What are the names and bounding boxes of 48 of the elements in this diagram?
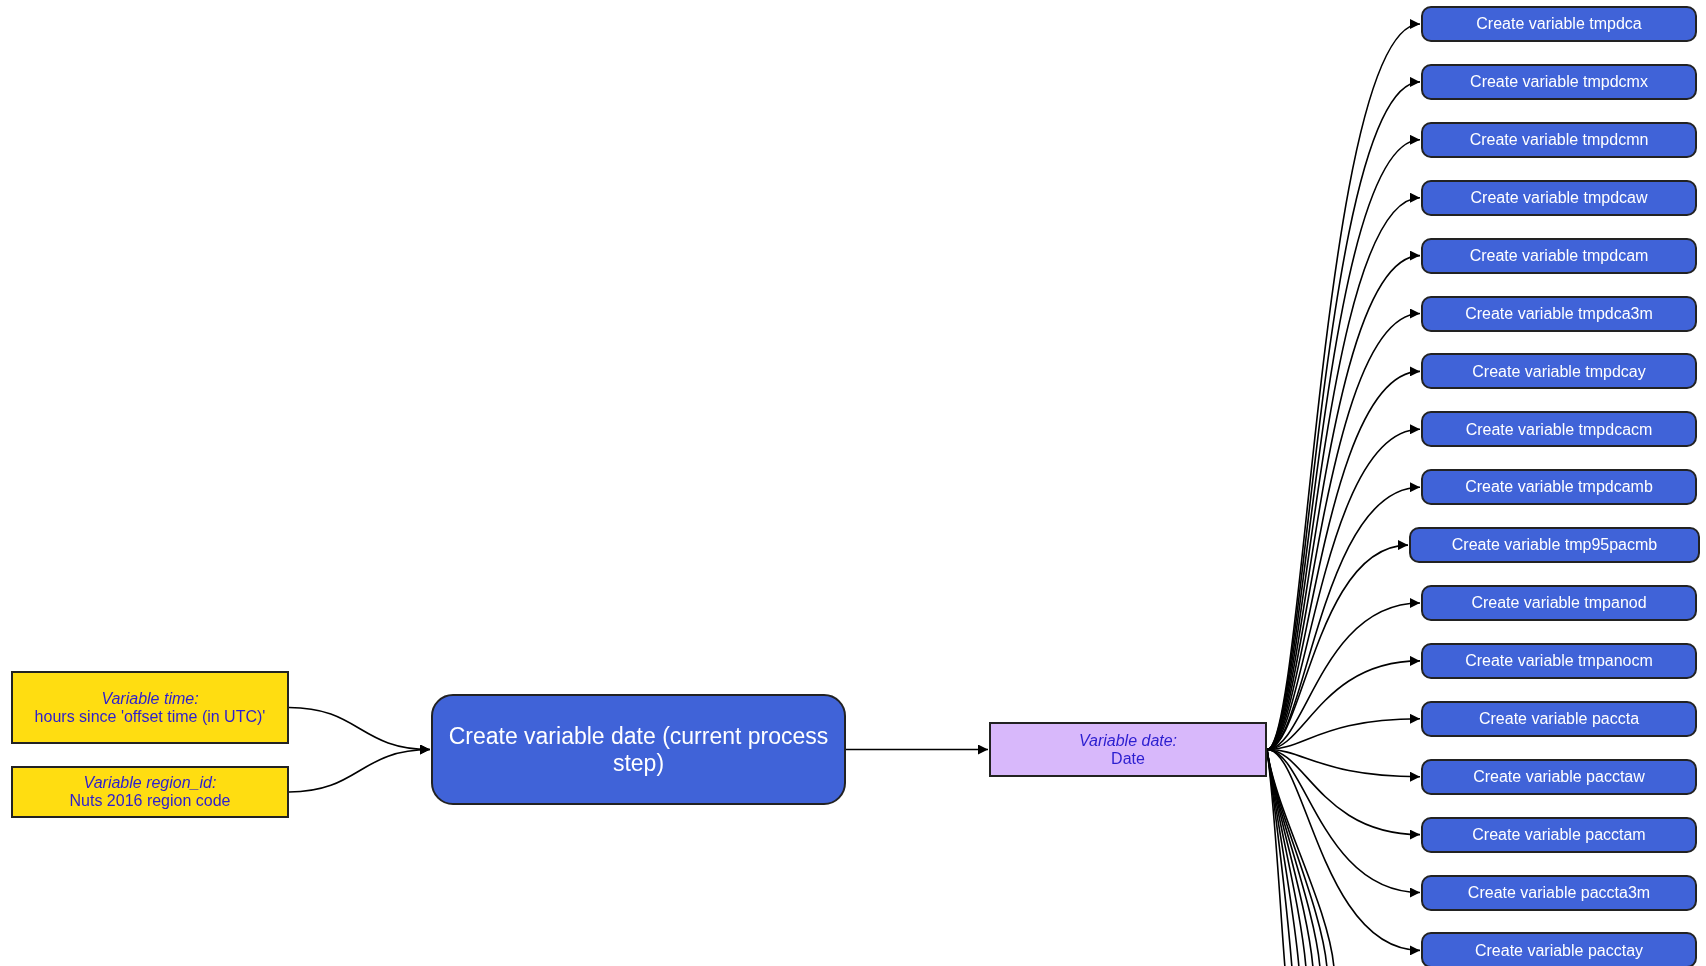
step-label: Create variable tmpdcam — [1468, 246, 1650, 265]
process-box — [1421, 816, 1697, 853]
step-label: Create variable tmpdcmn — [1468, 131, 1650, 149]
arrow — [1266, 748, 1421, 954]
step-label: Create variable tmpdcamb — [1464, 478, 1654, 496]
step-label: Create variable tmpdca — [1475, 15, 1643, 33]
arrow — [845, 744, 989, 755]
step-label: Create variable paccta3m — [1466, 883, 1652, 902]
step-label: Create variable tmpdcmx — [1469, 73, 1649, 91]
process-box — [1421, 295, 1697, 332]
step-label: Create variable tmpdcaw — [1469, 188, 1649, 207]
process-box — [1421, 6, 1697, 42]
process-box — [1421, 642, 1697, 679]
variable-description: Date — [1110, 749, 1146, 768]
variable-name: Variable time: — [100, 689, 200, 708]
process-box — [1421, 411, 1697, 448]
process-box — [1421, 758, 1697, 795]
process-box — [1421, 353, 1697, 390]
step-label: Create variable tmpdca3m — [1464, 304, 1654, 323]
variable-name: Variable date: — [1077, 731, 1179, 750]
process-box — [1421, 874, 1697, 911]
data-box — [11, 766, 289, 818]
data-box — [11, 671, 289, 744]
process-box — [1421, 700, 1697, 737]
process-box — [1421, 237, 1697, 274]
step-label: Create variable tmpanocm — [1464, 652, 1654, 670]
process-box — [1421, 63, 1697, 100]
data-box — [989, 722, 1267, 777]
process-box — [1409, 527, 1700, 564]
process-box — [1421, 121, 1697, 158]
variable-name: Variable region_id: — [82, 774, 218, 792]
process-box — [1421, 585, 1697, 621]
process-box — [1421, 179, 1697, 216]
step-label: Create variable date (current process step) — [447, 723, 830, 776]
step-label: Create variable tmpanod — [1470, 594, 1648, 612]
step-label: Create variable tmpdcacm — [1464, 420, 1654, 439]
step-label: Create variable pacctaw — [1472, 767, 1646, 786]
process-box — [1421, 932, 1697, 966]
step-label: Create variable tmpdcay — [1471, 362, 1647, 381]
process-box — [431, 694, 846, 805]
variable-description: Nuts 2016 region code — [68, 792, 232, 810]
step-label: Create variable paccta — [1477, 710, 1641, 728]
step-label: Create variable pacctay — [1473, 941, 1645, 960]
variable-description: hours since 'offset time (in UTC)' — [33, 707, 267, 726]
step-label: Create variable pacctam — [1471, 825, 1647, 844]
arrow — [288, 745, 431, 793]
process-box — [1421, 469, 1697, 506]
step-label: Create variable tmp95pacmb — [1450, 536, 1659, 554]
